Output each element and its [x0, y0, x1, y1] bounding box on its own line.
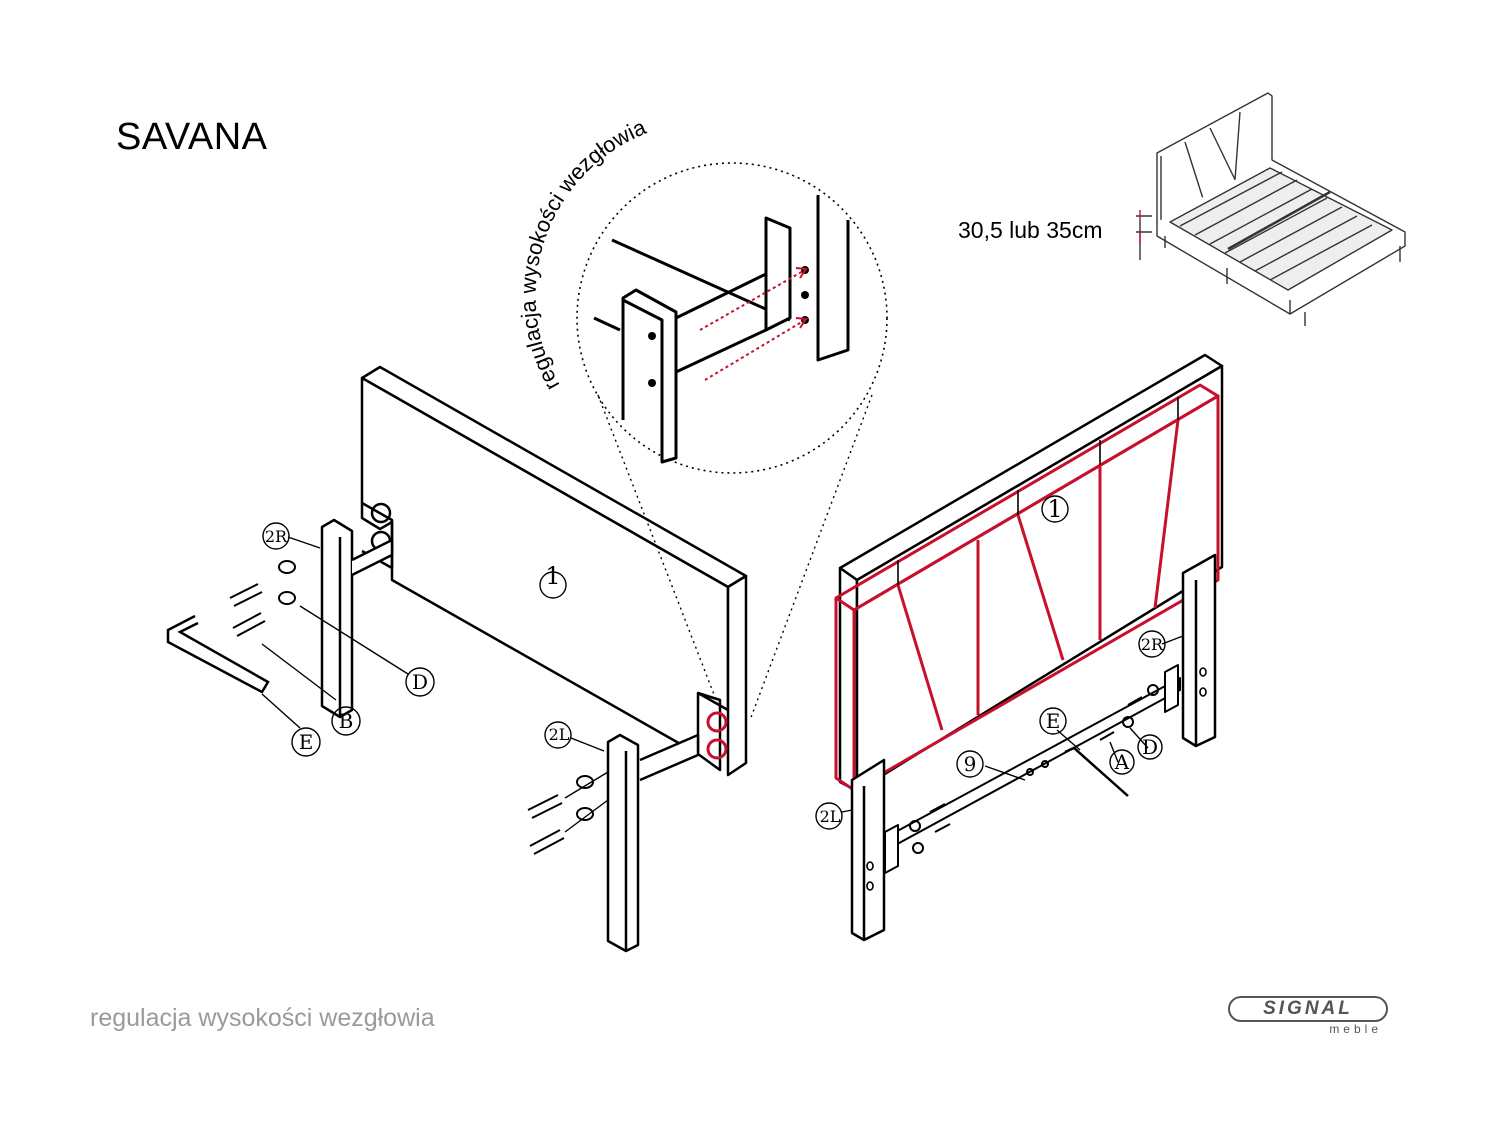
label-key-e: E — [299, 730, 314, 754]
right-headboard-upholstery — [834, 383, 1220, 792]
left-leg-fasteners-2r — [229, 560, 296, 637]
label-washer-d-right: D — [1142, 735, 1158, 759]
height-dimension-label: 30,5 lub 35cm — [958, 217, 1103, 243]
brand-sub: meble — [1329, 1022, 1382, 1036]
label-leg-2l-left: 2L — [549, 725, 570, 744]
brand-logo: SIGNAL meble — [1228, 996, 1390, 1036]
detail-arrows — [699, 267, 808, 381]
label-leg-2l-right: 2L — [820, 807, 841, 826]
label-key-e-right: E — [1046, 709, 1061, 733]
leader-lines-right — [841, 635, 1184, 813]
leader-lines-left — [261, 536, 409, 729]
page-title: SAVANA — [116, 116, 268, 158]
label-headboard-right: 1 — [1047, 495, 1062, 523]
right-upholstery-seams — [897, 397, 1179, 585]
detail-parts — [593, 195, 850, 464]
brand-name: SIGNAL — [1263, 998, 1353, 1019]
adjustment-holes-highlight — [706, 711, 728, 760]
right-leg-holes — [866, 667, 1207, 891]
bed-thumbnail — [1136, 92, 1406, 326]
label-headboard-left: 1 — [545, 562, 560, 590]
left-leg-bolts-2l — [527, 771, 609, 855]
hex-key-e — [166, 614, 270, 694]
right-leg-2l — [850, 758, 886, 942]
left-headboard-panel — [360, 365, 748, 777]
leg-2l-left — [606, 733, 700, 953]
right-rail-9 — [884, 664, 1181, 874]
caption: regulacja wysokości wezgłowia — [90, 1004, 435, 1032]
label-rail-9: 9 — [964, 752, 977, 776]
detail-arc-label: regulacja wysokości wezgłowia — [515, 114, 650, 395]
label-part-a: A — [1114, 750, 1130, 774]
right-hex-key — [1064, 746, 1129, 797]
right-leg-2r — [1181, 553, 1217, 748]
label-bolt-b: B — [339, 709, 354, 733]
label-leg-2r-right: 2R — [1141, 635, 1164, 654]
label-leg-2r-left: 2R — [265, 527, 288, 546]
detail-zoom-circle — [576, 162, 888, 721]
label-washer-d: D — [412, 670, 428, 694]
brand-logo-box: SIGNAL — [1228, 996, 1388, 1022]
leg-2r-left — [320, 518, 394, 719]
